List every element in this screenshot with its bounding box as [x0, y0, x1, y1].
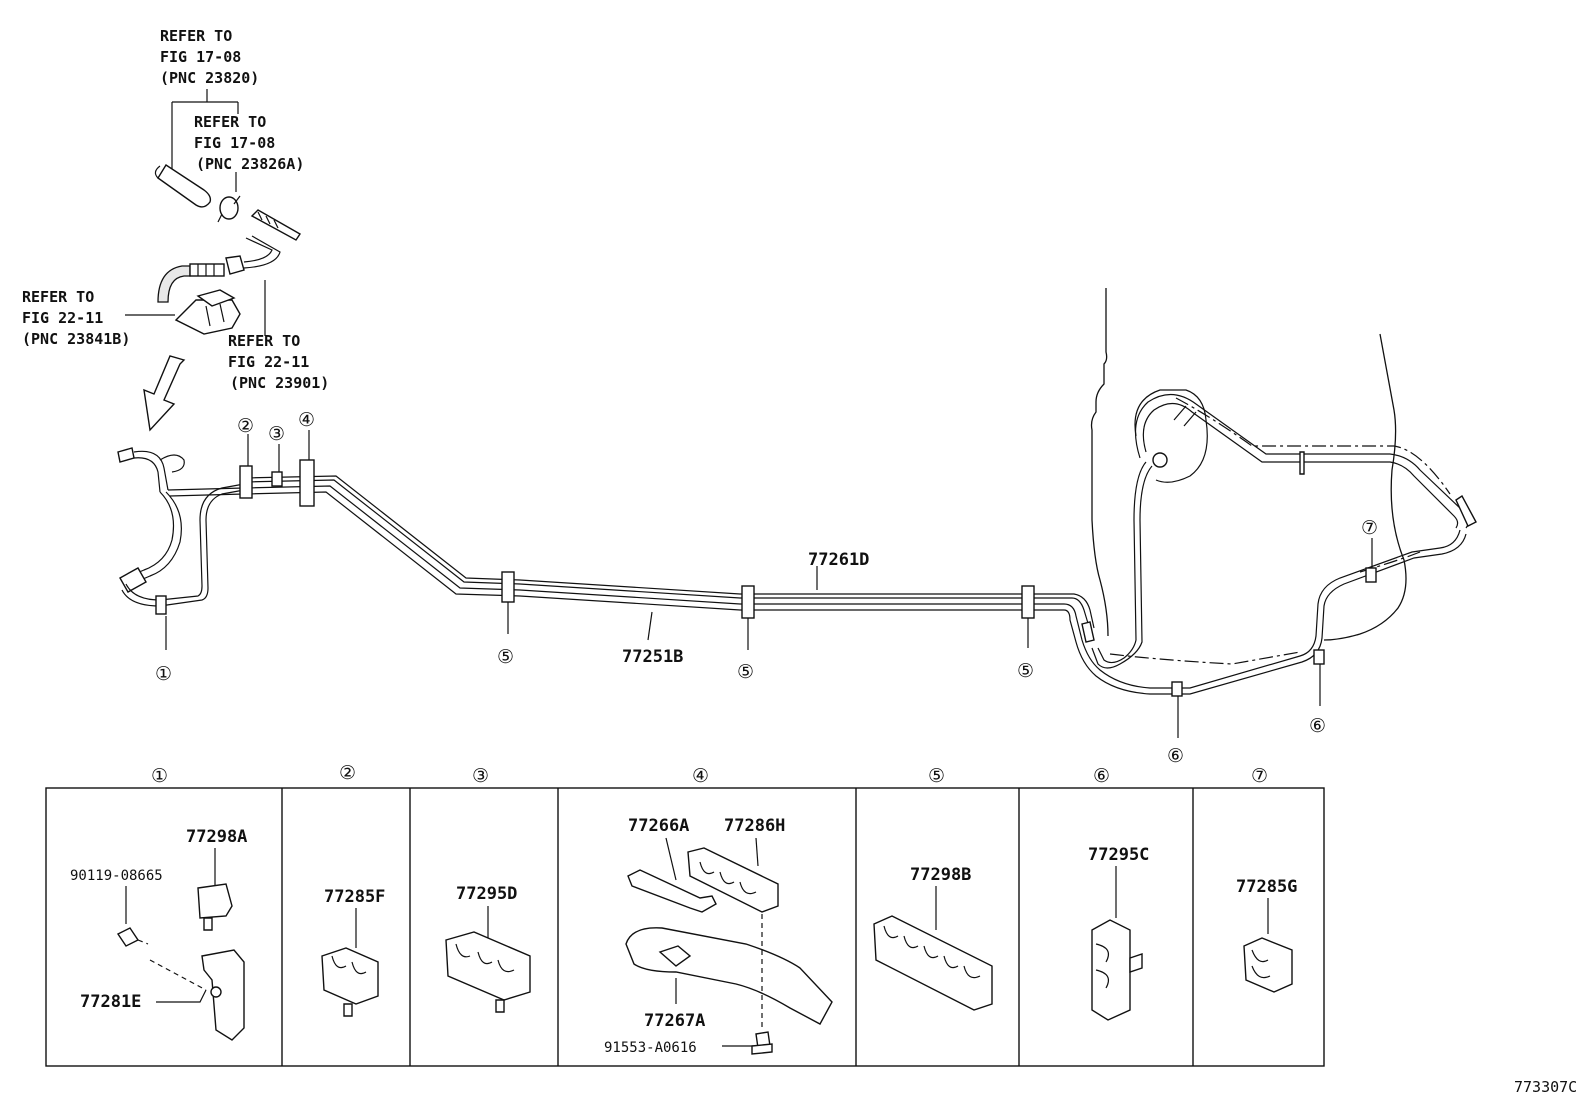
callout-7: ⑦	[1361, 517, 1378, 539]
reference-label-pnc-23901: REFER TO FIG 22-11 (PNC 23901)	[228, 332, 329, 392]
tube-77261d	[243, 475, 1095, 631]
tube-77251b	[167, 485, 1467, 695]
tube-segment-right-vertical	[1081, 461, 1153, 669]
panel-1-parts: 77298A 90119-08665 77281E	[70, 827, 247, 1041]
detail-table	[45, 787, 1325, 1067]
ref-line: REFER TO	[160, 27, 232, 45]
dash-lines-tank	[1109, 397, 1451, 665]
ref-line: REFER TO	[228, 332, 300, 350]
ref-line: (PNC 23820)	[160, 69, 259, 87]
panel-6-parts: 77295C	[1088, 845, 1149, 1021]
part-number-77298a: 77298A	[186, 827, 247, 847]
panel-header-5: ⑤	[928, 765, 945, 787]
fuel-hose-upper	[154, 164, 212, 208]
part-number-77295d: 77295D	[456, 884, 517, 904]
tube-assembly-left-end	[117, 447, 245, 607]
panel-header-1: ①	[151, 765, 168, 787]
panel-header-7: ⑦	[1251, 765, 1268, 787]
callout-6: ⑥	[1167, 745, 1184, 767]
reference-leaders	[125, 89, 266, 336]
callout-1: ①	[155, 663, 172, 685]
part-number-77285g: 77285G	[1236, 877, 1297, 897]
callout-leaders	[165, 430, 1373, 738]
direction-arrow	[143, 355, 186, 432]
panel-2-parts: 77285F	[321, 887, 385, 1017]
reference-label-pnc-23820: REFER TO FIG 17-08 (PNC 23820)	[160, 27, 259, 87]
part-number-90119-08665: 90119-08665	[70, 868, 163, 884]
callout-5: ⑤	[737, 661, 754, 683]
ref-line: (PNC 23826A)	[196, 155, 304, 173]
fuel-filter-bracket	[174, 289, 241, 335]
callout-4: ④	[298, 409, 315, 431]
part-number-77251b: 77251B	[622, 647, 683, 667]
ref-line: FIG 17-08	[160, 48, 241, 66]
reference-label-pnc-23826a: REFER TO FIG 17-08 (PNC 23826A)	[194, 113, 304, 173]
reference-label-pnc-23841b: REFER TO FIG 22-11 (PNC 23841B)	[22, 288, 130, 348]
panel-4-parts: 77266A 77286H 77267A 91553-A0616	[604, 816, 833, 1056]
callout-5: ⑤	[1017, 660, 1034, 682]
panel-header-4: ④	[692, 765, 709, 787]
panel-header-6: ⑥	[1093, 765, 1110, 787]
part-number-91553-a0616: 91553-A0616	[604, 1040, 697, 1056]
clamp-position-marks	[155, 459, 1377, 697]
ref-line: FIG 22-11	[22, 309, 103, 327]
callout-2: ②	[237, 415, 254, 437]
ref-line: (PNC 23901)	[230, 374, 329, 392]
routing-callouts: ① ② ③ ④ ⑤ ⑤ ⑤ ⑥ ⑥ ⑦	[155, 409, 1378, 767]
part-number-77267a: 77267A	[644, 1011, 705, 1031]
part-number-77286h: 77286H	[724, 816, 785, 836]
vehicle-body-outline	[1090, 288, 1407, 641]
ref-line: REFER TO	[22, 288, 94, 306]
ref-line: FIG 22-11	[228, 353, 309, 371]
fuel-pipe-threaded	[250, 209, 301, 241]
ref-line: FIG 17-08	[194, 134, 275, 152]
callout-6: ⑥	[1309, 715, 1326, 737]
part-number-77261d: 77261D	[808, 550, 869, 570]
pipe-fitting-nut	[225, 235, 281, 275]
ref-line: (PNC 23841B)	[22, 330, 130, 348]
hose-clamp	[217, 195, 241, 223]
detail-panel-headers: ① ② ③ ④ ⑤ ⑥ ⑦	[151, 762, 1268, 787]
panel-header-2: ②	[339, 762, 356, 784]
panel-5-parts: 77298B	[873, 865, 993, 1011]
part-number-77298b: 77298B	[910, 865, 971, 885]
figure-code: 773307C	[1514, 1078, 1577, 1096]
part-number-77266a: 77266A	[628, 816, 689, 836]
hose-left-curved	[157, 263, 225, 303]
callout-5: ⑤	[497, 646, 514, 668]
ref-line: REFER TO	[194, 113, 266, 131]
part-number-77281e: 77281E	[80, 992, 141, 1012]
filler-neck	[1134, 389, 1477, 529]
part-number-77295c: 77295C	[1088, 845, 1149, 865]
panel-header-3: ③	[472, 765, 489, 787]
panel-3-parts: 77295D	[445, 884, 531, 1013]
panel-7-parts: 77285G	[1236, 877, 1297, 993]
part-number-77285f: 77285F	[324, 887, 385, 907]
callout-3: ③	[268, 423, 285, 445]
